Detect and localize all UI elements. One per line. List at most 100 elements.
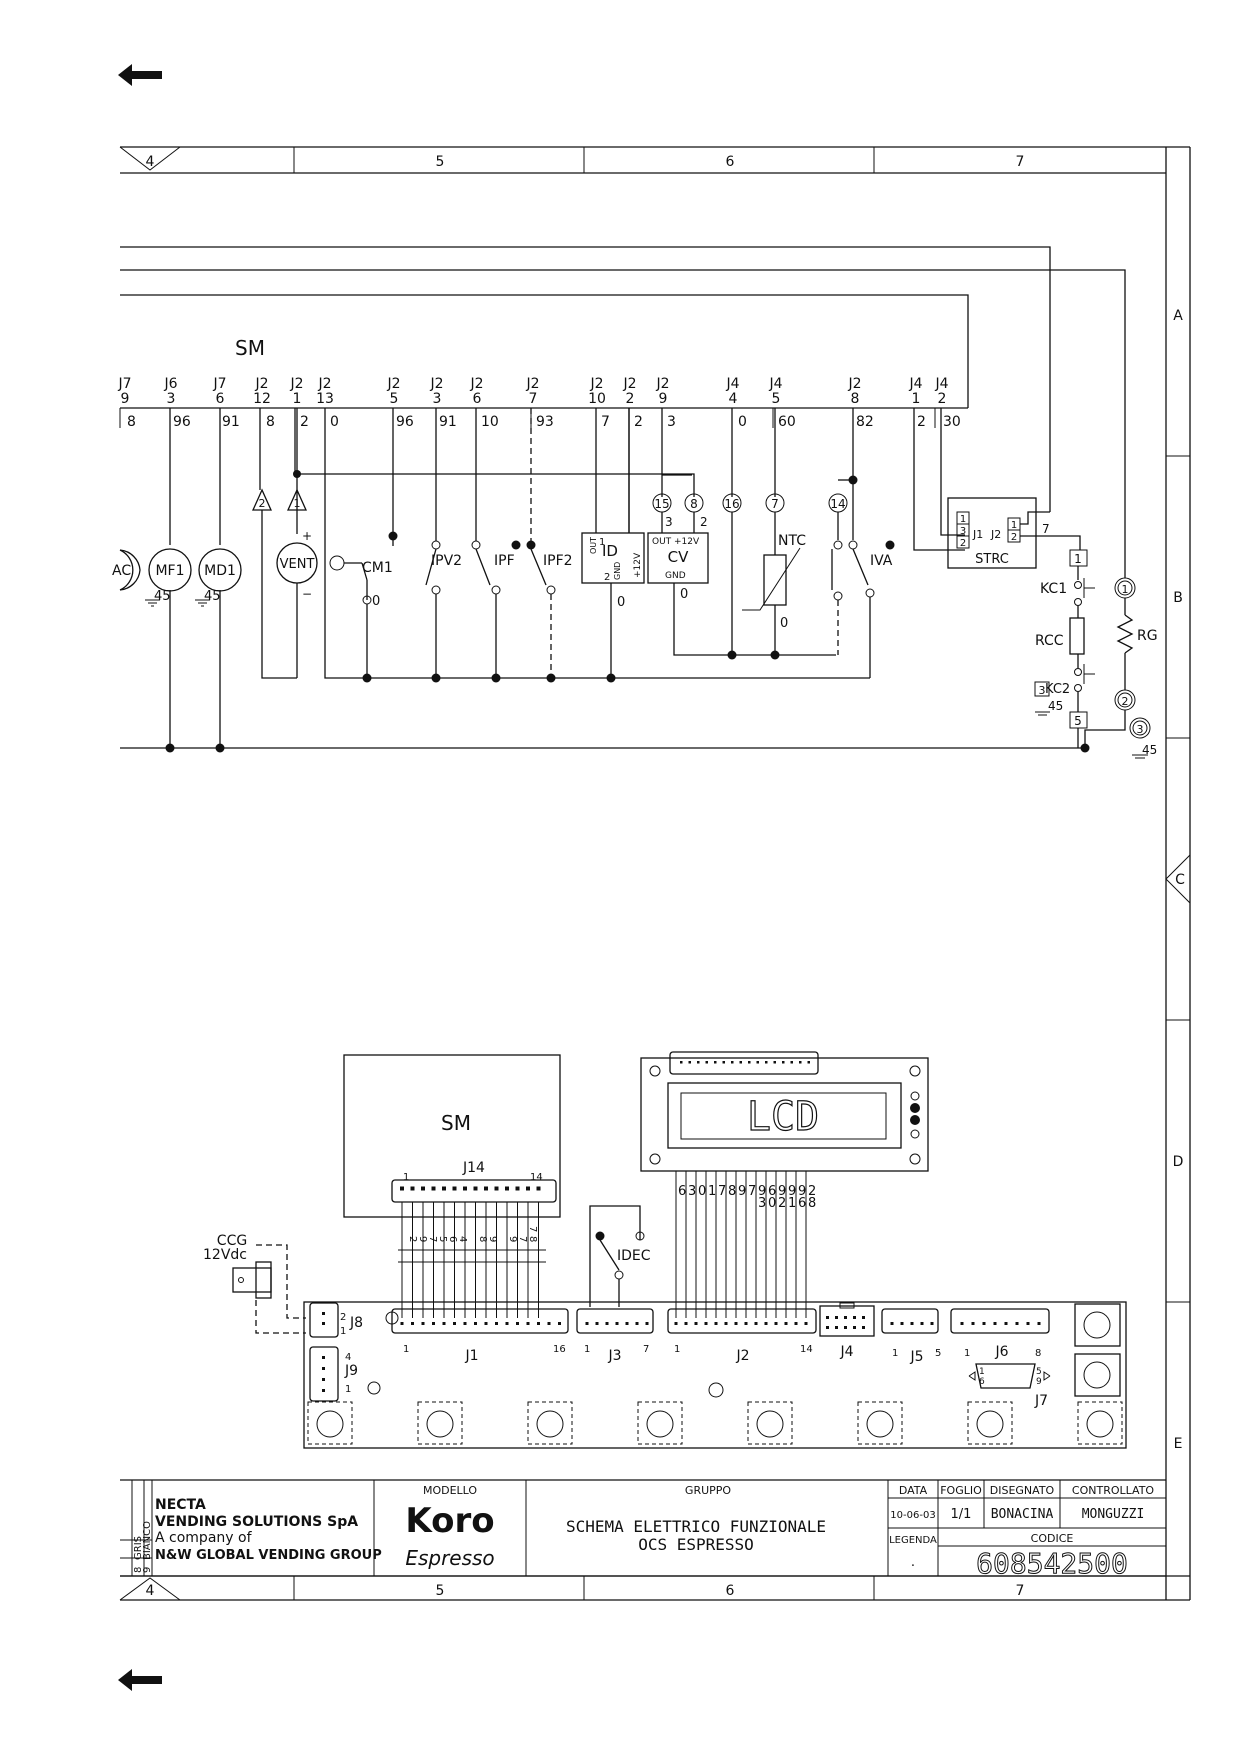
connector-pin	[515, 1186, 520, 1191]
j8-connector: J8 2 1	[309, 1302, 363, 1338]
wire-number: 0	[738, 414, 747, 430]
title-block: 8 GRIS 9 BIANCO NECTA VENDING SOLUTIONS …	[120, 1479, 1166, 1581]
connector-pin	[900, 1322, 904, 1325]
modello-label: MODELLO	[423, 1484, 477, 1497]
side-label: BIANCO	[142, 1521, 153, 1560]
connector-pin	[322, 1389, 325, 1392]
title-line2: OCS ESPRESSO	[638, 1535, 754, 1554]
wire-number: 93	[536, 414, 554, 430]
connector-pin	[714, 1061, 717, 1064]
connector-pin	[605, 1322, 609, 1325]
column-label-7-bottom: 7	[1016, 1583, 1025, 1599]
j14-first: 1	[403, 1172, 409, 1183]
data-value: 10-06-03	[890, 1510, 935, 1521]
ipv2-switch: IPV2	[425, 540, 462, 678]
ground-label: 45	[154, 589, 171, 604]
j14-wire: 9	[507, 1236, 518, 1242]
j14-wire: 7	[427, 1236, 438, 1242]
wire-number: 96	[396, 414, 414, 430]
j14-wire-numbers: 2 9 7 5 6 4 8 9 9 7 7 8	[407, 1226, 538, 1242]
conn-pin: 10	[588, 391, 606, 407]
j3-first: 1	[584, 1344, 590, 1355]
j14-wire: 4	[457, 1236, 468, 1242]
conn-header: J6	[163, 376, 177, 392]
foglio-label: FOGLIO	[940, 1484, 982, 1497]
j8-pin2: 2	[340, 1312, 346, 1323]
company-name: NECTA	[155, 1497, 206, 1513]
j5-connector: J5 1 5	[881, 1308, 941, 1365]
j14-wire: 6	[447, 1236, 458, 1242]
conn-header: J2	[289, 376, 303, 392]
j6-connector: J6 1 8	[950, 1308, 1050, 1360]
conn-header: J7	[212, 376, 226, 392]
id-gnd: GND	[613, 562, 622, 580]
conn-header: J2	[469, 376, 483, 392]
connector-pin	[799, 1061, 802, 1064]
connector-pin	[971, 1322, 975, 1325]
strc-p3: 3	[960, 526, 966, 537]
conn-header: J2	[589, 376, 603, 392]
column-label-5: 5	[436, 154, 445, 170]
ground-label: 45	[1142, 743, 1157, 757]
ccg-sensor: CCG 12Vdc	[203, 1233, 306, 1334]
push-button-outline	[967, 1401, 1013, 1445]
model-name: Koro	[405, 1501, 494, 1541]
mf1-label: MF1	[155, 563, 184, 579]
company-line: A company of	[155, 1530, 253, 1546]
kc1-label: KC1	[1040, 581, 1067, 597]
conn-pin: 1	[293, 391, 302, 407]
ground-label: 45	[204, 589, 221, 604]
connector-pin	[1004, 1322, 1008, 1325]
rcc-label: RCC	[1035, 633, 1064, 649]
wire-number: 96	[173, 414, 191, 430]
push-button-outline	[307, 1401, 353, 1445]
j7-connector: J7 1 6 5 9	[968, 1363, 1051, 1409]
ccg-volt: 12Vdc	[203, 1247, 247, 1263]
marker-triangle-2: 2	[251, 488, 297, 679]
connector-pin	[537, 1322, 540, 1325]
connector-pin	[536, 1186, 541, 1191]
disegnato-value: BONACINA	[991, 1507, 1054, 1522]
kc2-label: KC2	[1045, 682, 1070, 697]
wire-zero: 0	[780, 616, 788, 631]
connector-pin	[739, 1061, 742, 1064]
id-out-pin: 1	[599, 537, 605, 548]
prev-page-arrow-top[interactable]	[118, 62, 168, 88]
connector-pin	[993, 1322, 997, 1325]
side-label: 8	[133, 1567, 144, 1573]
push-button-outline	[747, 1401, 793, 1445]
wire-number: 60	[778, 414, 796, 430]
connector-pin	[1015, 1322, 1019, 1325]
conn-header: J2	[622, 376, 636, 392]
frame-column-labels: 4 5 6 7 4 5 6 7	[146, 154, 1025, 1599]
id-sensor: ID OUT 1 GND 2 +12V 0	[581, 532, 645, 678]
connector-pin	[645, 1322, 649, 1325]
id-out: OUT	[589, 537, 598, 554]
conn-pin: 7	[529, 391, 538, 407]
conn-pin: 2	[626, 391, 635, 407]
cm1-label: CM1	[362, 560, 393, 576]
conn-pin: 5	[772, 391, 781, 407]
connector-pin	[748, 1061, 751, 1064]
lcd-wire: 0	[768, 1196, 776, 1211]
conn-header: J4	[725, 376, 739, 392]
prev-page-arrow-bottom[interactable]	[118, 1667, 168, 1693]
push-button-outline	[1077, 1401, 1123, 1445]
wire-number: 8	[266, 414, 275, 430]
conn-header: J2	[317, 376, 331, 392]
ipv2-label: IPV2	[431, 553, 462, 569]
column-label-4-bottom: 4	[146, 1583, 155, 1599]
lcd-wire: 9	[778, 1184, 786, 1199]
wire-number: 30	[943, 414, 961, 430]
column-label-4: 4	[146, 154, 155, 170]
marker-7: 7	[771, 497, 779, 511]
connector-pin	[635, 1322, 639, 1325]
conn-pin: 6	[473, 391, 482, 407]
connector-pin	[526, 1322, 530, 1325]
legenda-label: LEGENDA	[889, 1535, 937, 1546]
connector-pin	[585, 1322, 589, 1325]
connector-pin	[595, 1322, 599, 1325]
conn-header: J2	[525, 376, 539, 392]
connector-pins: 9 3 6 12 1 13 5 3 6 7 10 2 9 4 5 8 1 2	[121, 391, 947, 407]
conn-pin: 9	[659, 391, 668, 407]
